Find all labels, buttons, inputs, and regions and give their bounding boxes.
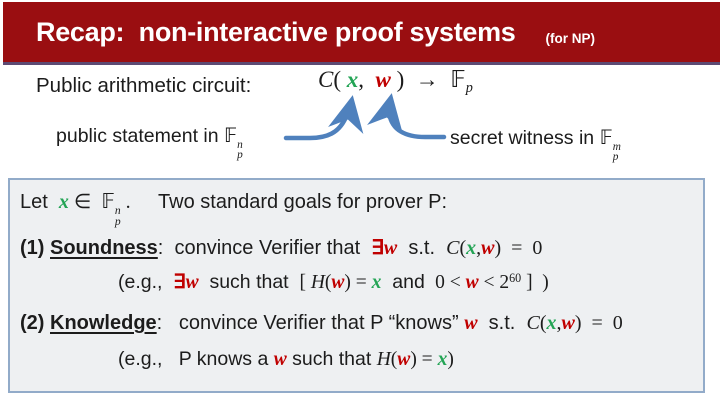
knowledge-example-line: (e.g., P knows a w such that H(w) = x) — [118, 348, 454, 370]
soundness-example-line: (e.g., ∃w such that [ H(w) = x and 0 < w… — [118, 270, 549, 293]
header-banner: Recap: non-interactive proof systems (fo… — [3, 2, 720, 65]
for-np-tag: (for NP) — [545, 30, 596, 46]
knowledge-line: (2) Knowledge: convince Verifier that P … — [20, 312, 623, 334]
soundness-line: (1) Soundness: convince Verifier that ∃w… — [20, 237, 543, 259]
arrow-to-x-icon — [283, 95, 364, 141]
circuit-label: Public arithmetic circuit: — [36, 74, 252, 97]
arrow-to-w-icon — [367, 93, 447, 140]
pointer-arrows-icon — [283, 93, 447, 141]
circuit-formula: C( x, w ) → 𝔽p — [318, 67, 473, 96]
slide-title: Recap: non-interactive proof systems — [36, 16, 516, 47]
